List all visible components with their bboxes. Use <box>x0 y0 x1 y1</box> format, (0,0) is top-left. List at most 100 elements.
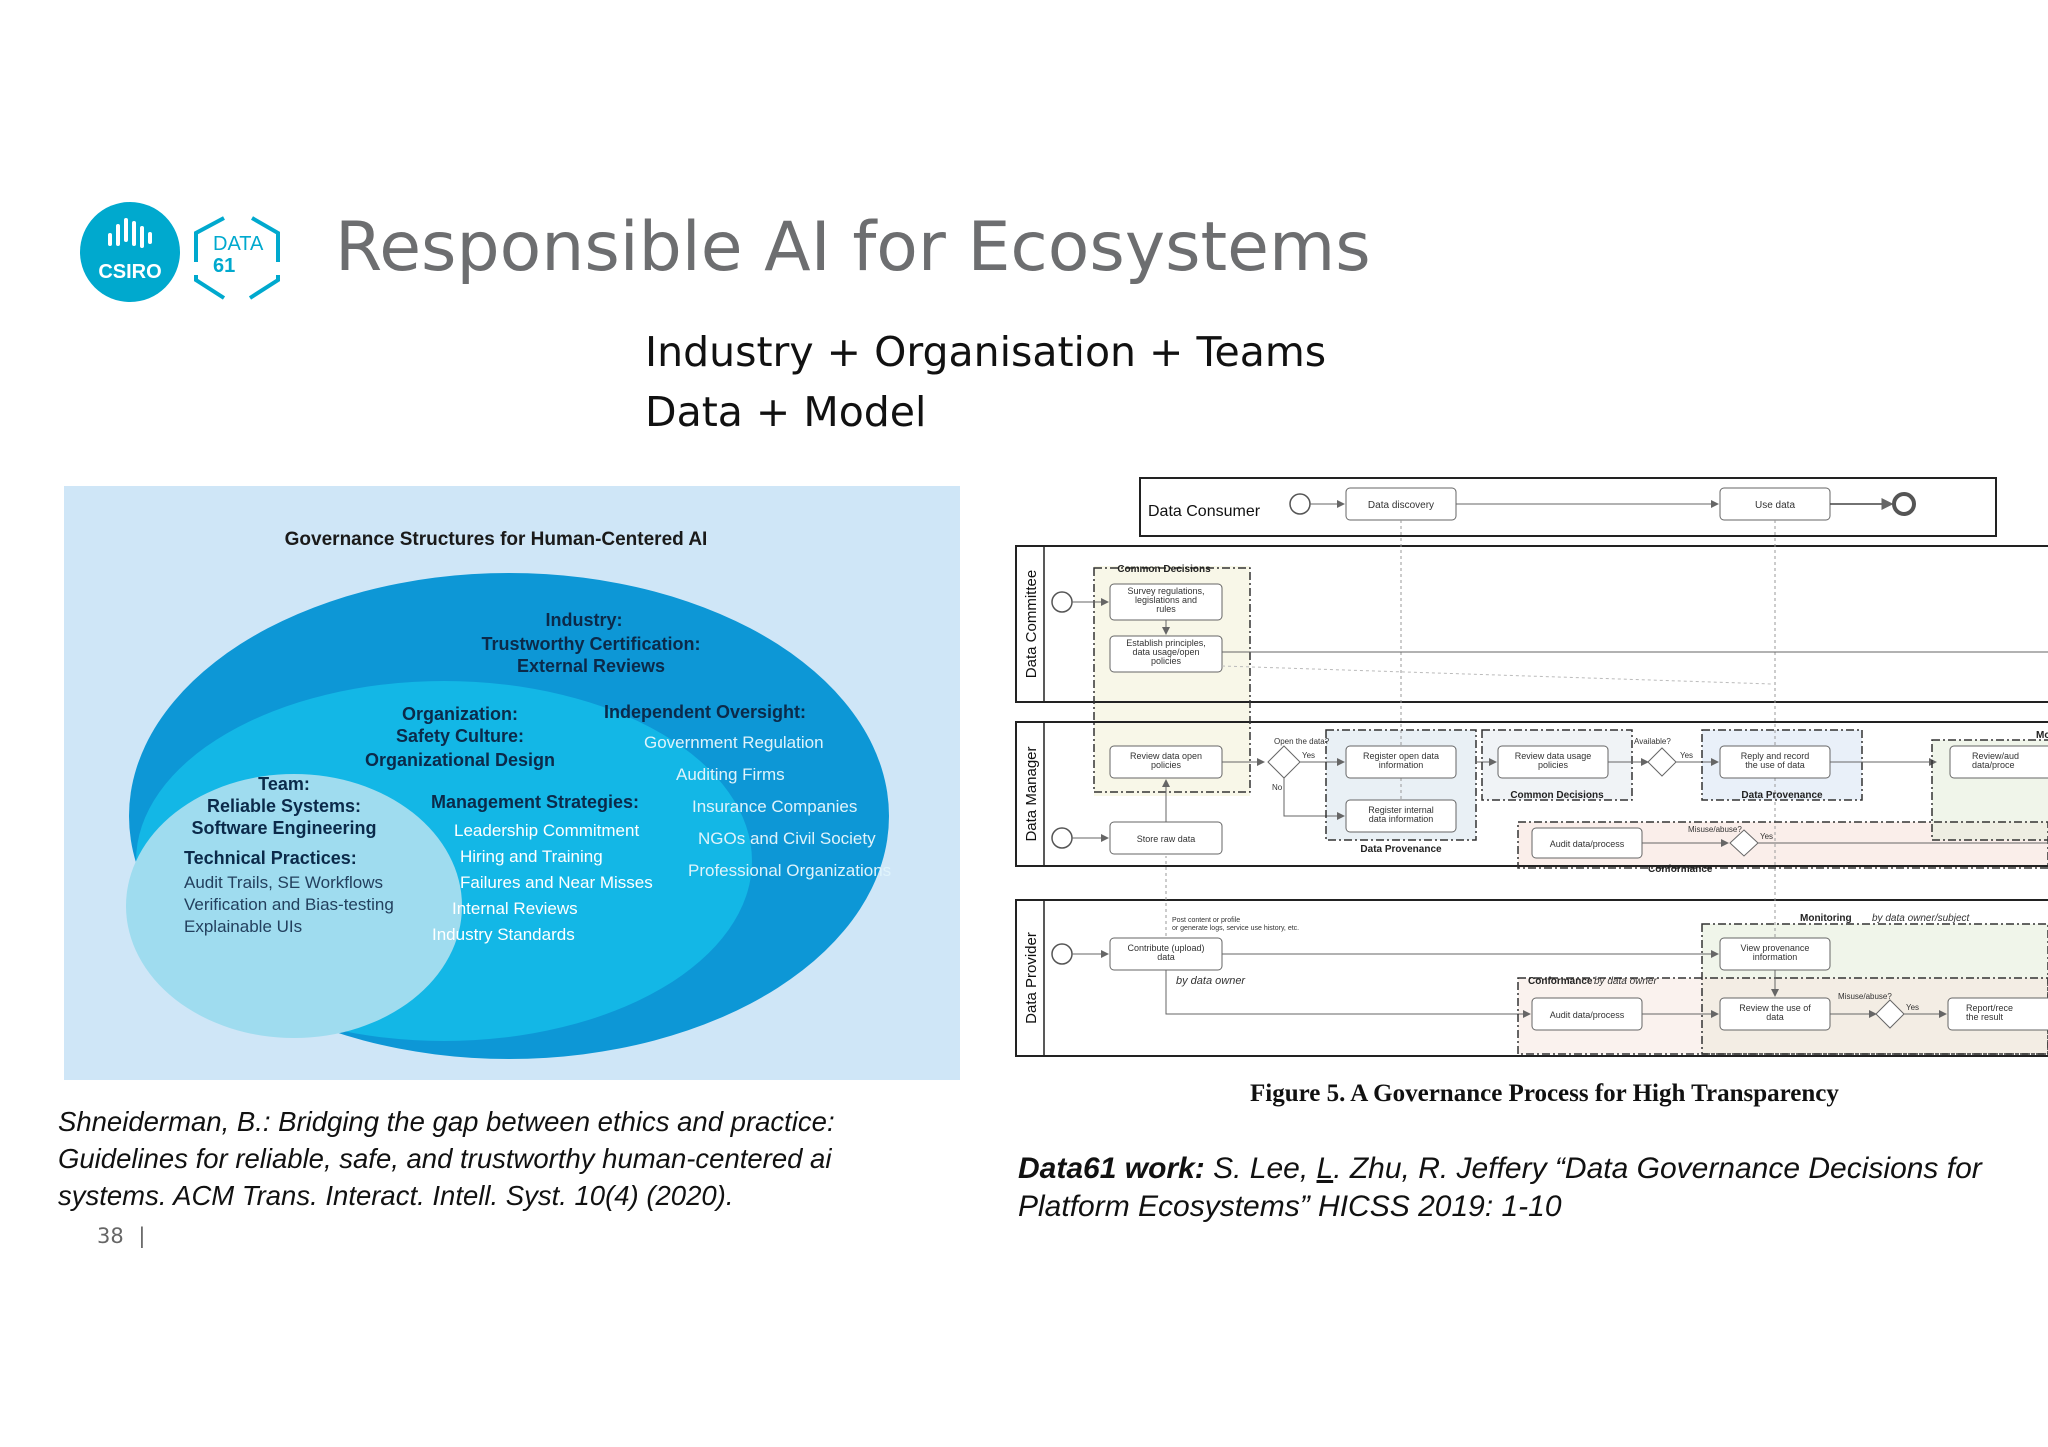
mgmt-item: Leadership Commitment <box>454 821 639 840</box>
data61-top: DATA <box>213 233 264 255</box>
svg-text:Review data usage: Review data usage <box>1515 751 1592 761</box>
oversight-item: Government Regulation <box>644 733 824 752</box>
governance-diagram: Governance Structures for Human-Centered… <box>64 486 960 1080</box>
lane-data-consumer <box>1139 477 1997 537</box>
team-line-1: Reliable Systems: <box>207 796 361 816</box>
svg-text:legislations and: legislations and <box>1135 595 1197 605</box>
task-data-discovery: Data discovery <box>1368 500 1434 511</box>
mgmt-item: Industry Standards <box>432 925 575 944</box>
svg-text:Yes: Yes <box>1302 751 1315 760</box>
citation-left-line-3: systems. ACM Trans. Interact. Intell. Sy… <box>58 1180 734 1211</box>
svg-text:data/proce: data/proce <box>1972 760 2015 770</box>
industry-heading: Industry: <box>545 610 622 630</box>
svg-text:Conformance: Conformance <box>1528 976 1593 987</box>
team-ellipse <box>126 774 462 1038</box>
svg-text:Data Provenance: Data Provenance <box>1741 790 1823 801</box>
svg-text:or generate logs, service use: or generate logs, service use history, e… <box>1172 925 1299 932</box>
oversight-item: NGOs and Civil Society <box>698 829 876 848</box>
oversight-item: Professional Organizations <box>688 861 891 880</box>
svg-text:Misuse/abuse?: Misuse/abuse? <box>1688 825 1742 834</box>
page-footer: 38 | <box>97 1224 146 1248</box>
svg-text:the use of data: the use of data <box>1745 760 1805 770</box>
lane-data-provider <box>1015 899 2048 1057</box>
svg-text:Misuse/abuse?: Misuse/abuse? <box>1838 992 1892 1001</box>
org-line-1: Safety Culture: <box>396 726 524 746</box>
svg-text:policies: policies <box>1538 760 1569 770</box>
citation-right-bold: Data61 work: <box>1018 1152 1205 1185</box>
team-line-2: Software Engineering <box>191 818 376 838</box>
svg-text:Review data open: Review data open <box>1130 751 1202 761</box>
slide-title: Responsible AI for Ecosystems <box>335 208 1371 287</box>
oversight-item: Auditing Firms <box>676 765 785 784</box>
svg-text:Review/aud: Review/aud <box>1972 751 2019 761</box>
svg-text:Reply and record: Reply and record <box>1741 751 1810 761</box>
svg-text:rules: rules <box>1156 604 1176 614</box>
svg-text:Contribute (upload): Contribute (upload) <box>1127 943 1204 953</box>
svg-text:policies: policies <box>1151 760 1182 770</box>
citation-right-line-2: Platform Ecosystems” HICSS 2019: 1-10 <box>1018 1190 1562 1223</box>
svg-text:Register open data: Register open data <box>1363 751 1439 761</box>
citation-right-underlined: L <box>1316 1152 1334 1185</box>
tech-item: Audit Trails, SE Workflows <box>184 873 383 892</box>
figure-caption: Figure 5. A Governance Process for High … <box>1250 1080 1839 1107</box>
lane-label-manager: Data Manager <box>1023 746 1040 841</box>
svg-text:Audit data/process: Audit data/process <box>1550 1010 1625 1020</box>
svg-text:Yes: Yes <box>1680 751 1693 760</box>
common-decisions-label: Common Decisions <box>1117 564 1211 575</box>
citation-left-line-2: Guidelines for reliable, safe, and trust… <box>58 1143 832 1174</box>
tech-item: Verification and Bias-testing <box>184 895 394 914</box>
logos: CSIRO DATA 61 <box>80 202 280 302</box>
svg-text:Audit data/process: Audit data/process <box>1550 839 1625 849</box>
team-heading: Team: <box>258 774 310 794</box>
mgmt-item: Internal Reviews <box>452 899 578 918</box>
svg-text:Data Provenance: Data Provenance <box>1360 844 1442 855</box>
svg-text:Yes: Yes <box>1906 1003 1919 1012</box>
citation-right: Data61 work: S. Lee, L. Zhu, R. Jeffery … <box>1018 1150 1982 1226</box>
svg-text:Open the data?: Open the data? <box>1274 737 1330 746</box>
lane-label-consumer: Data Consumer <box>1148 503 1261 520</box>
subtitle-line-1: Industry + Organisation + Teams <box>645 328 1327 376</box>
csiro-label: CSIRO <box>98 261 161 283</box>
svg-text:Yes: Yes <box>1760 832 1773 841</box>
governance-title: Governance Structures for Human-Centered… <box>285 529 708 550</box>
tech-item: Explainable UIs <box>184 917 302 936</box>
citation-right-authors: S. Lee, <box>1204 1152 1317 1185</box>
svg-text:Monitoring: Monitoring <box>1800 913 1852 924</box>
industry-line-1: Trustworthy Certification: <box>481 634 700 654</box>
citation-left-line-1: Shneiderman, B.: Bridging the gap betwee… <box>58 1106 835 1137</box>
citation-right-rest: . Zhu, R. Jeffery “Data Governance Decis… <box>1333 1152 1982 1185</box>
svg-text:information: information <box>1379 760 1424 770</box>
svg-text:Review the use of: Review the use of <box>1739 1003 1811 1013</box>
oversight-item: Insurance Companies <box>692 797 857 816</box>
mgmt-item: Failures and Near Misses <box>460 873 653 892</box>
page-separator: | <box>138 1224 146 1248</box>
svg-text:Survey regulations,: Survey regulations, <box>1127 586 1204 596</box>
org-line-2: Organizational Design <box>365 750 555 770</box>
svg-text:Common Decisions: Common Decisions <box>1510 790 1604 801</box>
svg-text:data: data <box>1157 952 1175 962</box>
svg-text:No: No <box>1272 783 1283 792</box>
tech-heading: Technical Practices: <box>184 848 357 868</box>
lane-data-committee <box>1015 545 2048 703</box>
svg-text:by data owner: by data owner <box>1176 975 1246 987</box>
svg-text:Post content or profile: Post content or profile <box>1172 917 1240 924</box>
svg-text:information: information <box>1753 952 1798 962</box>
svg-text:Conformance: Conformance <box>1648 864 1713 875</box>
svg-text:by data owner: by data owner <box>1594 976 1657 987</box>
mgmt-heading: Management Strategies: <box>431 792 639 812</box>
svg-text:data usage/open: data usage/open <box>1132 647 1199 657</box>
data61-bottom: 61 <box>213 255 235 277</box>
svg-text:data: data <box>1766 1012 1784 1022</box>
page-number: 38 <box>97 1224 124 1248</box>
csiro-logo: CSIRO <box>80 202 180 302</box>
svg-text:by data owner/subject: by data owner/subject <box>1872 913 1971 924</box>
industry-line-2: External Reviews <box>517 656 665 676</box>
oversight-heading: Independent Oversight: <box>604 702 806 722</box>
task-use-data: Use data <box>1755 500 1795 511</box>
svg-text:Mo: Mo <box>2036 730 2048 741</box>
svg-text:View provenance: View provenance <box>1741 943 1810 953</box>
citation-left: Shneiderman, B.: Bridging the gap betwee… <box>58 1103 835 1214</box>
lane-data-manager <box>1015 721 2048 867</box>
svg-text:policies: policies <box>1151 656 1182 666</box>
svg-text:data information: data information <box>1369 814 1434 824</box>
